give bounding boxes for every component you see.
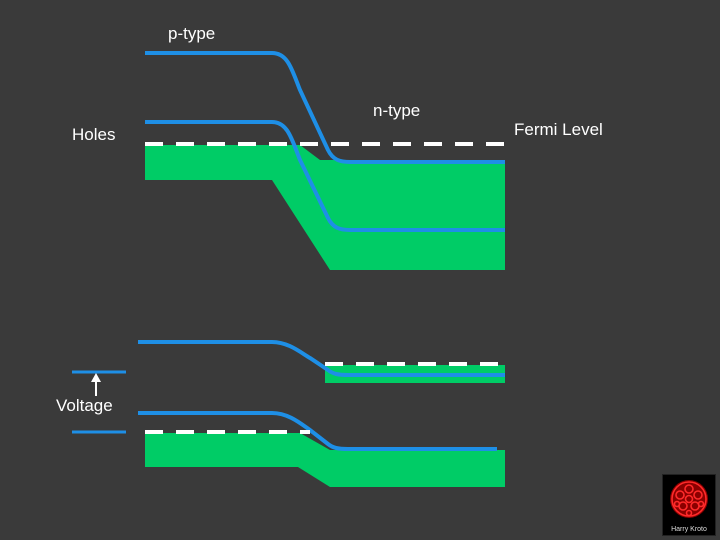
biased-band-diagram: [138, 340, 505, 487]
voltage-arrow-head: [91, 373, 101, 382]
valence-band-bottom: [138, 411, 497, 451]
valence-band-top: [145, 120, 505, 232]
n-type-label: n-type: [373, 101, 421, 120]
voltage-indicator: [72, 370, 126, 434]
conduction-band-bottom: [138, 340, 505, 377]
holes-region-p-bottom: [145, 433, 505, 487]
p-type-label: p-type: [168, 24, 216, 43]
voltage-label: Voltage: [56, 396, 113, 415]
holes-label: Holes: [72, 125, 116, 144]
conduction-band-top: [145, 51, 505, 164]
logo-text: Harry Kroto: [671, 526, 707, 533]
fermi-level-label: Fermi Level: [514, 120, 603, 139]
logo: Harry Kroto: [662, 474, 716, 536]
equilibrium-band-diagram: [145, 51, 505, 270]
fullerene-logo-icon: [670, 480, 708, 518]
